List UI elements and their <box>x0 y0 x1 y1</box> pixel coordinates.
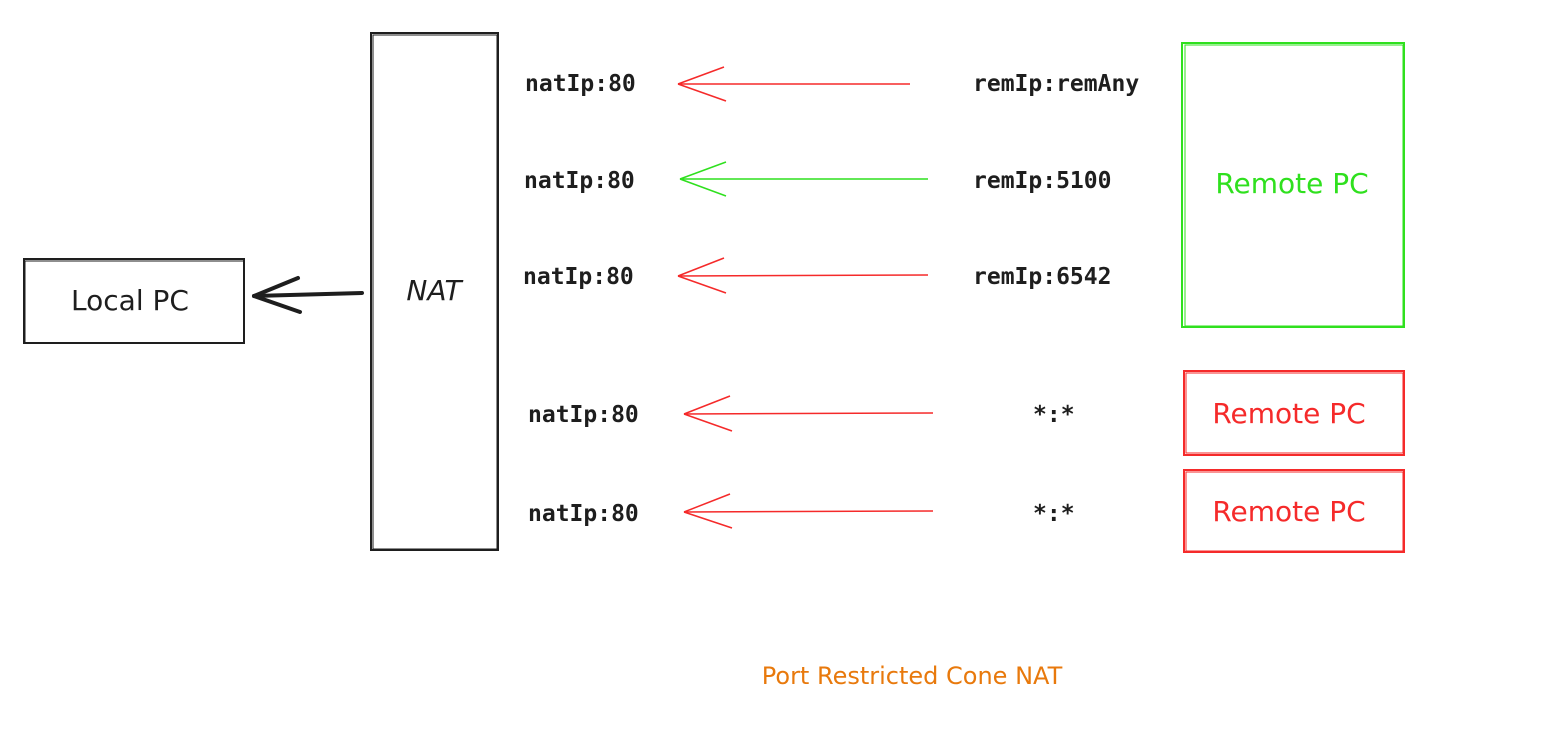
mapping-row: natIp:80 remIp:5100 <box>524 161 1111 197</box>
local-pc-box: Local PC <box>23 258 245 344</box>
arrow-icon <box>677 66 910 102</box>
remote-endpoint: remIp:remAny <box>973 71 1139 97</box>
remote-endpoint: remIp:6542 <box>973 264 1111 290</box>
nat-label: NAT <box>406 274 463 307</box>
remote-pc-box-allowed: Remote PC <box>1181 42 1405 328</box>
nat-endpoint: natIp:80 <box>525 71 636 97</box>
remote-endpoint: remIp:5100 <box>973 168 1111 194</box>
local-pc-label: Local PC <box>71 284 189 317</box>
nat-endpoint: natIp:80 <box>528 402 639 428</box>
arrow-icon <box>677 257 929 294</box>
remote-pc-label: Remote PC <box>1212 495 1365 528</box>
remote-endpoint: *:* <box>1033 402 1075 428</box>
remote-pc-label: Remote PC <box>1215 167 1368 200</box>
mapping-row: natIp:80 remIp:6542 <box>523 257 1111 294</box>
remote-pc-box-blocked: Remote PC <box>1183 469 1405 553</box>
remote-endpoint: *:* <box>1033 501 1075 527</box>
diagram-caption: Port Restricted Cone NAT <box>762 662 1063 690</box>
arrow-icon <box>683 493 934 529</box>
arrow-icon <box>683 395 934 432</box>
nat-endpoint: natIp:80 <box>524 168 635 194</box>
mapping-row: natIp:80 *:* <box>528 395 1075 432</box>
arrow-icon <box>679 161 928 197</box>
nat-box: NAT <box>370 32 499 551</box>
remote-pc-box-blocked: Remote PC <box>1183 370 1405 456</box>
nat-endpoint: natIp:80 <box>523 264 634 290</box>
mapping-row: natIp:80 *:* <box>528 493 1075 529</box>
nat-endpoint: natIp:80 <box>528 501 639 527</box>
nat-to-local-arrow <box>252 276 364 314</box>
mapping-row: natIp:80 remIp:remAny <box>525 66 1139 102</box>
remote-pc-label: Remote PC <box>1212 397 1365 430</box>
